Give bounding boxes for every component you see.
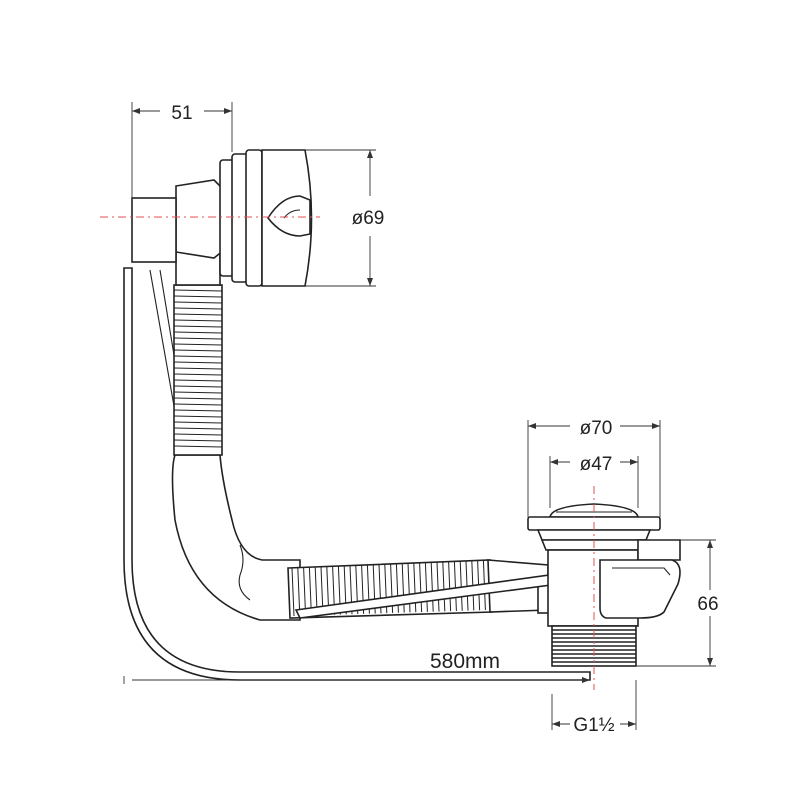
thread-size-label: G1½ [573,715,614,736]
dimension-cable-length: 580mm [123,650,590,684]
dimension-waste-height: 66 [636,539,730,667]
overflow-diameter-label: ø69 [352,208,385,229]
dimension-overflow-diameter: ø69 [305,149,392,287]
flexible-pipe [171,454,301,621]
dimension-thread-size: G1½ [551,680,637,736]
waste-assembly [527,503,681,667]
waste-inner-diameter-label: ø47 [580,454,613,475]
dimension-overflow-offset: 51 [131,100,233,200]
overflow-assembly [131,149,313,287]
cable-length-label: 580mm [430,650,500,673]
dimension-waste-inner-diameter: ø47 [549,450,639,508]
dimension-waste-outer-diameter: ø70 [527,414,661,517]
waste-height-label: 66 [697,594,718,615]
overflow-offset-label: 51 [171,103,192,124]
waste-outer-diameter-label: ø70 [580,418,613,439]
center-lines [100,216,595,690]
corrugated-vertical-section [173,284,223,456]
